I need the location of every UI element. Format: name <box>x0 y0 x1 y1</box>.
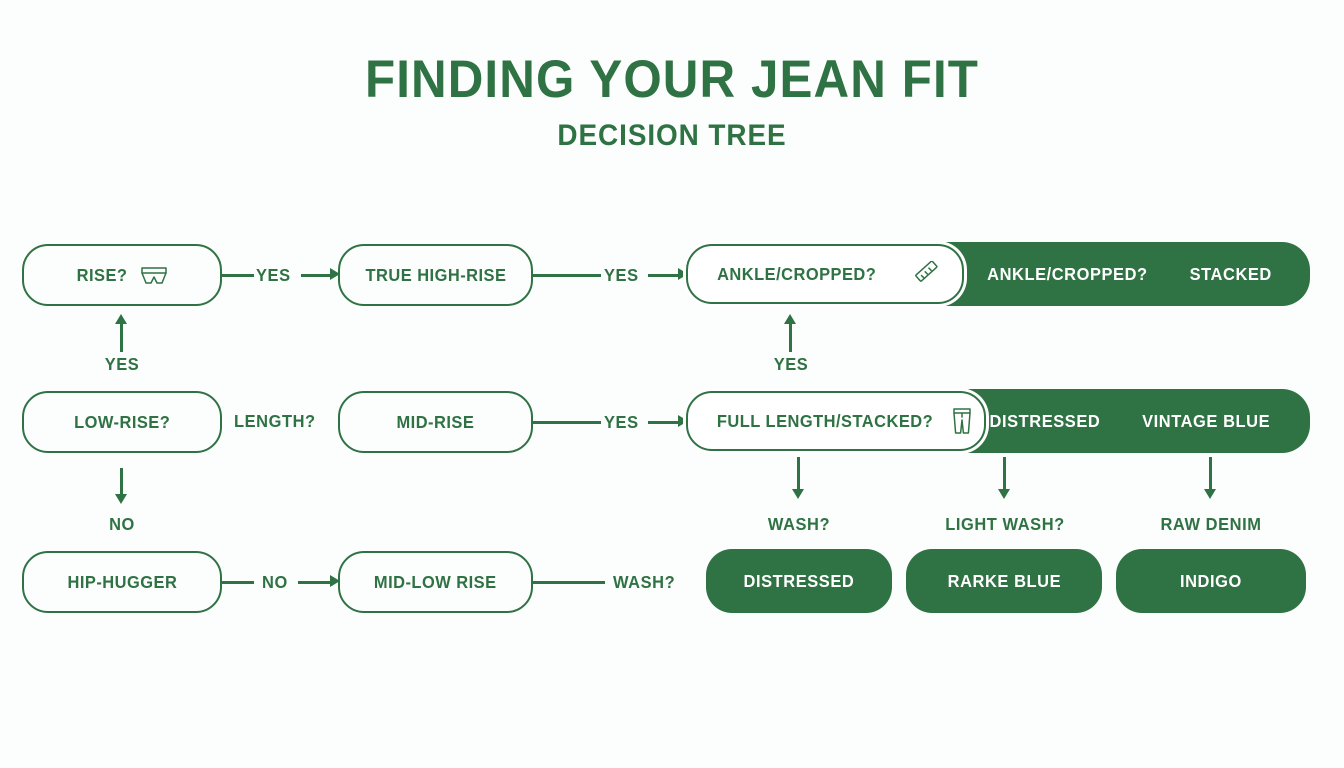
connector-lowrise-up <box>120 322 123 352</box>
result-pill-row1-item-0: ANKLE/CROPPED? <box>986 263 1148 284</box>
edge-label-midlow-wash: WASH? <box>613 572 676 592</box>
connector-hiphugger-to-no <box>222 581 254 584</box>
connector-yes-to-ankle <box>648 274 680 277</box>
arrowhead-lowrise-down <box>115 494 127 504</box>
edge-label-branch-light-wash: LIGHT WASH? <box>945 514 1065 534</box>
result-pill-row2-item-0: DISTRESSED <box>989 410 1101 431</box>
node-hip-hugger[interactable]: HIP-HUGGER <box>22 551 222 613</box>
connector-midrise-to-yes <box>533 421 601 424</box>
arrowhead-fulllength-up <box>784 314 796 324</box>
edge-label-rise-yes: YES <box>256 265 291 285</box>
arrowhead-to-midlow <box>330 575 340 587</box>
node-rise-label: RISE? <box>76 264 128 285</box>
node-true-high-rise-label: TRUE HIGH-RISE <box>365 264 506 285</box>
arrowhead-branch-wash <box>792 489 804 499</box>
node-mid-rise-label: MID-RISE <box>396 411 475 432</box>
edge-label-branch-raw-denim: RAW DENIM <box>1160 514 1262 534</box>
node-low-rise[interactable]: LOW-RISE? <box>22 391 222 453</box>
connector-branch-raw-denim <box>1209 457 1212 491</box>
connector-branch-light-wash <box>1003 457 1006 491</box>
edge-label-truehigh-yes: YES <box>604 265 639 285</box>
edge-label-ankle-yes: YES <box>773 354 809 374</box>
connector-lowrise-down <box>120 468 123 496</box>
arrowhead-to-fulllength <box>678 415 688 427</box>
jeans-icon <box>950 407 974 435</box>
node-full-length-stacked[interactable]: FULL LENGTH/STACKED? <box>686 391 986 451</box>
edge-label-lowrise-no: NO <box>109 514 135 534</box>
connector-yes-to-fulllength <box>648 421 680 424</box>
briefs-icon <box>139 263 169 287</box>
connector-yes-to-truehigh <box>301 274 332 277</box>
connector-truehigh-to-yes <box>533 274 601 277</box>
result-pill-indigo-label: INDIGO <box>1180 570 1242 591</box>
node-low-rise-label: LOW-RISE? <box>73 411 171 432</box>
connector-branch-wash <box>797 457 800 491</box>
result-pill-row1-item-1: STACKED <box>1189 263 1272 284</box>
node-mid-low-rise-label: MID-LOW RISE <box>374 571 497 592</box>
edge-label-lowrise-yes: YES <box>104 354 140 374</box>
edge-label-hiphugger-no: NO <box>262 572 288 592</box>
node-mid-low-rise[interactable]: MID-LOW RISE <box>338 551 533 613</box>
node-hip-hugger-label: HIP-HUGGER <box>67 571 177 592</box>
connector-no-to-midlow <box>298 581 332 584</box>
node-full-length-stacked-label: FULL LENGTH/STACKED? <box>716 410 934 431</box>
arrowhead-lowrise-up <box>115 314 127 324</box>
page-subtitle: DECISION TREE <box>557 119 787 153</box>
ruler-icon <box>914 261 940 287</box>
node-ankle-cropped-label: ANKLE/CROPPED? <box>717 263 877 284</box>
node-true-high-rise[interactable]: TRUE HIGH-RISE <box>338 244 533 306</box>
connector-rise-to-yes <box>222 274 254 277</box>
edge-label-midrise-yes: YES <box>604 412 639 432</box>
edge-label-length: LENGTH? <box>234 411 316 431</box>
node-ankle-cropped[interactable]: ANKLE/CROPPED? <box>686 244 964 304</box>
result-pill-indigo: INDIGO <box>1116 549 1306 613</box>
connector-fulllength-up <box>789 322 792 352</box>
result-pill-row2-slots: DISTRESSED VINTAGE BLUE <box>986 411 1310 432</box>
page-title: FINDING YOUR JEAN FIT <box>364 50 980 109</box>
arrowhead-branch-light-wash <box>998 489 1010 499</box>
result-pill-distressed-label: DISTRESSED <box>743 570 855 591</box>
node-mid-rise[interactable]: MID-RISE <box>338 391 533 453</box>
result-pill-distressed: DISTRESSED <box>706 549 892 613</box>
arrowhead-to-truehigh <box>330 268 340 280</box>
result-pill-rarke-blue: RARKE BLUE <box>906 549 1102 613</box>
result-pill-rarke-blue-label: RARKE BLUE <box>947 570 1061 591</box>
result-pill-row2-item-1: VINTAGE BLUE <box>1141 410 1270 431</box>
arrowhead-to-ankle <box>678 268 688 280</box>
result-pill-row1-slots: ANKLE/CROPPED? STACKED <box>982 264 1310 285</box>
header: FINDING YOUR JEAN FIT DECISION TREE <box>0 50 1344 153</box>
arrowhead-branch-raw-denim <box>1204 489 1216 499</box>
edge-label-branch-wash: WASH? <box>767 514 831 534</box>
connector-midlow-to-wash <box>533 581 605 584</box>
node-rise[interactable]: RISE? <box>22 244 222 306</box>
